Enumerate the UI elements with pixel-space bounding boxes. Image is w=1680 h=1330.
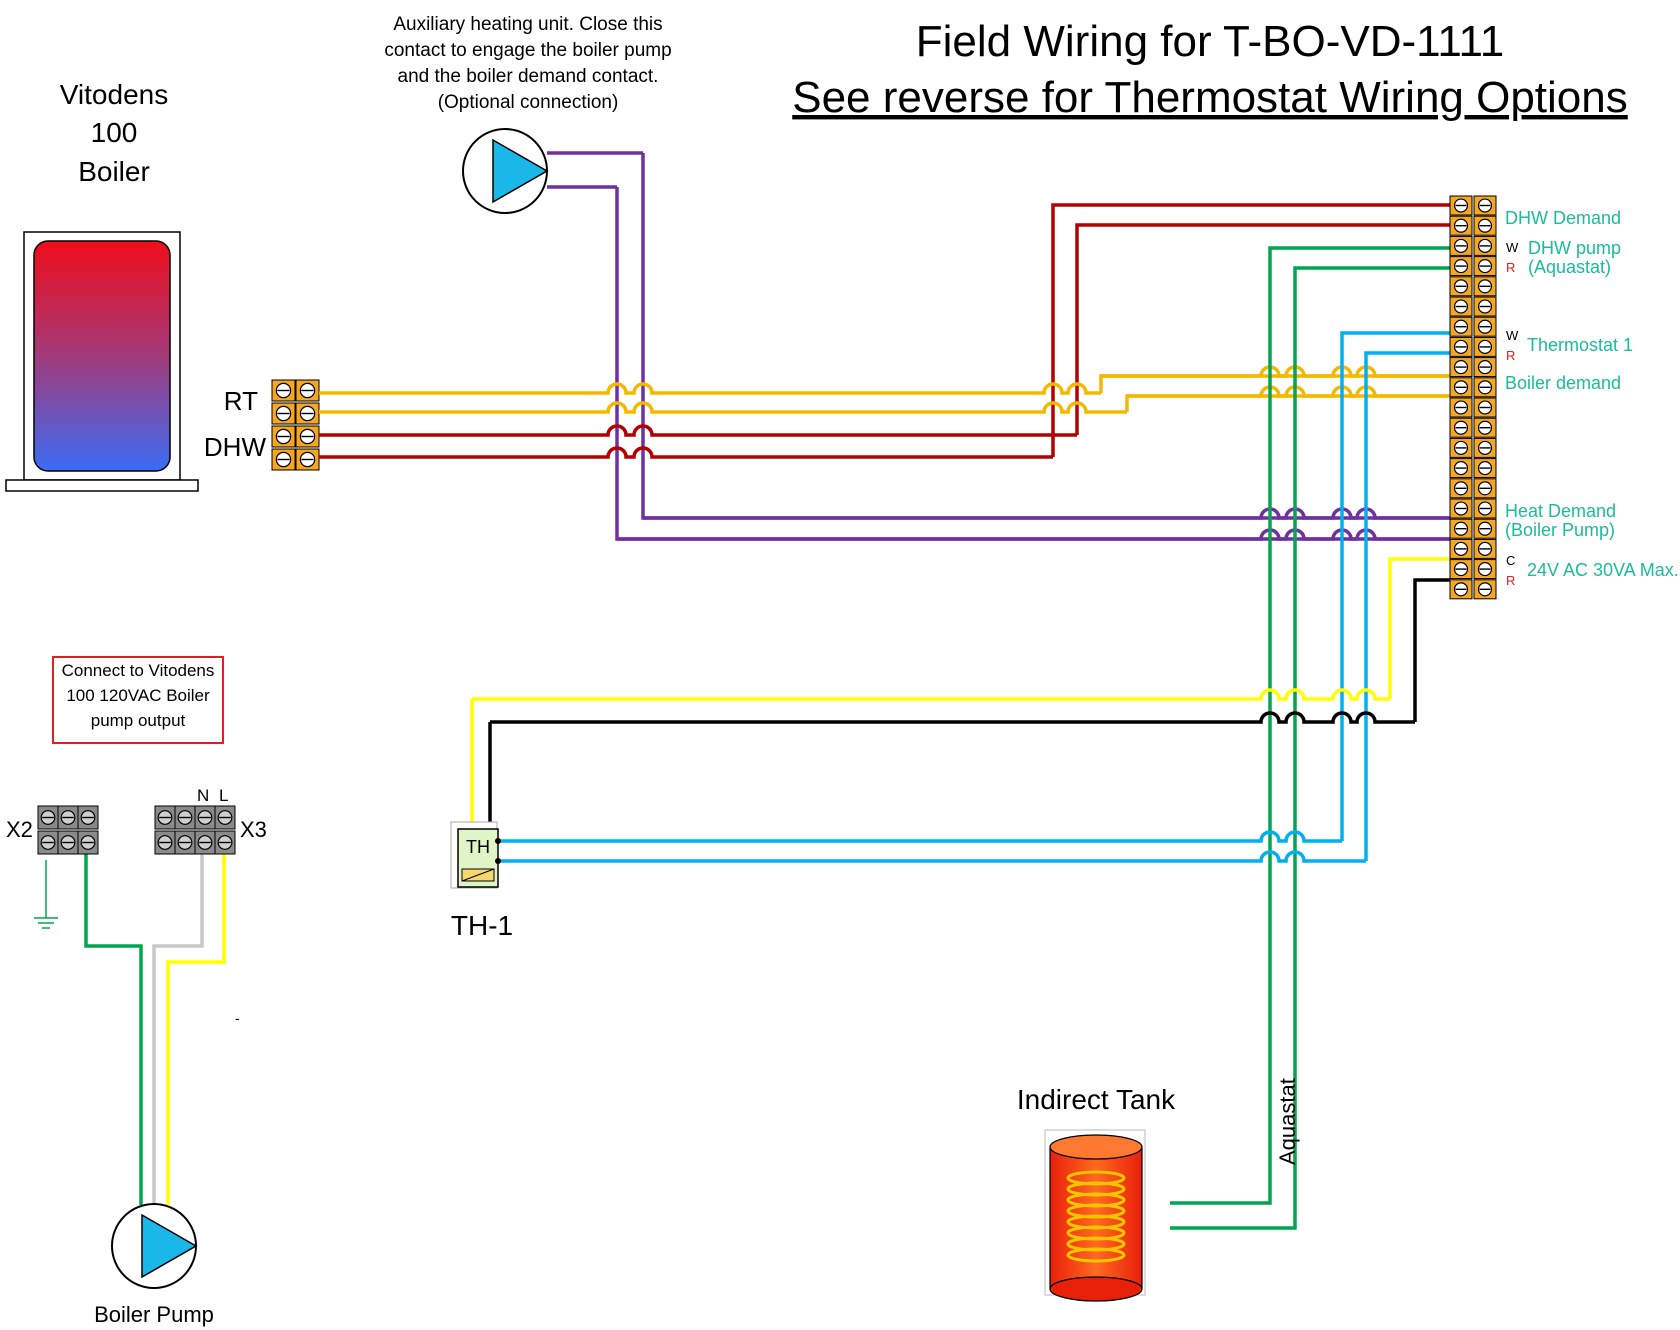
black-wire-v <box>1413 578 1450 722</box>
orange-wire-1-hops <box>1101 365 1450 378</box>
label-boiler-pump: (Boiler Pump) <box>1505 520 1615 540</box>
x-terminal-blocks <box>37 805 236 855</box>
yellow-wire-h <box>472 688 1390 701</box>
pump-note-box <box>52 656 224 744</box>
red-wire-1 <box>319 424 1077 437</box>
orange-wire-2 <box>319 401 1127 414</box>
n-label: N <box>197 786 209 805</box>
purple-wire-1-hops <box>643 507 1450 520</box>
orange-wire-2-hops <box>1127 385 1450 398</box>
pump-note-2: 100 120VAC Boiler <box>66 686 210 705</box>
boiler-label-1: Vitodens <box>60 79 168 110</box>
gray-pump-wire <box>152 852 204 1205</box>
thermostat-inner-label: TH <box>466 837 490 857</box>
red-wire-2 <box>319 446 1053 459</box>
pin-c: C <box>1506 553 1515 568</box>
blue-wire-1-v <box>1340 331 1450 841</box>
l-label: L <box>219 786 228 805</box>
blue-wire-1 <box>498 830 1342 843</box>
purple-wire-2-hops <box>617 528 1450 541</box>
x2-label: X2 <box>6 817 33 842</box>
boiler-pump-icon <box>111 1203 198 1289</box>
yellow-wire-v <box>1388 557 1450 699</box>
label-aquastat: (Aquastat) <box>1528 257 1611 277</box>
green-wire-1 <box>1170 246 1450 1205</box>
purple-wire-2 <box>615 187 1450 541</box>
dash-mark: - <box>235 1010 240 1026</box>
label-power: 24V AC 30VA Max. <box>1527 560 1679 580</box>
thermostat-label: TH-1 <box>451 910 513 941</box>
title-line2: See reverse for Thermostat Wiring Option… <box>792 73 1628 122</box>
green-pump-wire <box>84 852 143 1205</box>
aux-note-1: Auxiliary heating unit. Close this <box>393 14 662 35</box>
pin-r3: R <box>1506 573 1515 588</box>
dhw-label: DHW <box>204 432 267 462</box>
pin-r2: R <box>1506 348 1515 363</box>
orange-wire-2-v <box>1125 394 1450 412</box>
green-wire-2 <box>1170 266 1450 1230</box>
label-boiler-demand: Boiler demand <box>1505 373 1621 393</box>
blue-wire-2-v <box>1364 351 1450 861</box>
boiler-pump-label: Boiler Pump <box>94 1302 214 1327</box>
aquastat-label: Aquastat <box>1275 1078 1300 1165</box>
strip-labels: DHW Demand DHW pump (Aquastat) Thermosta… <box>1505 208 1679 580</box>
indirect-tank-icon <box>1044 1129 1146 1302</box>
rt-label: RT <box>224 386 258 416</box>
pump-note-1: Connect to Vitodens <box>62 661 215 680</box>
tank-label: Indirect Tank <box>1017 1084 1176 1115</box>
terminal-strip <box>1449 195 1497 600</box>
label-heat-demand: Heat Demand <box>1505 501 1616 521</box>
coil-loop <box>1066 1247 1126 1263</box>
boiler-label-3: Boiler <box>78 156 150 187</box>
pin-r1: R <box>1506 260 1515 275</box>
orange-wire-1 <box>319 382 1101 395</box>
boiler-terminal-block <box>271 379 320 471</box>
pin-w2: W <box>1506 328 1519 343</box>
aux-note-2: contact to engage the boiler pump <box>384 40 671 61</box>
x3-label: X3 <box>240 817 267 842</box>
aux-note: Auxiliary heating unit. Close this conta… <box>384 14 671 113</box>
boiler-base <box>5 479 199 492</box>
blue-wire-2 <box>498 850 1366 863</box>
pump-note-3: pump output <box>91 711 186 730</box>
boiler: Vitodens 100 Boiler <box>5 79 199 492</box>
aux-pump-icon <box>462 128 549 214</box>
wires <box>84 151 1450 1230</box>
pump-note: Connect to Vitodens 100 120VAC Boiler pu… <box>62 661 215 730</box>
boiler-body <box>33 240 171 472</box>
pin-marks: W R W R C R <box>1506 240 1519 588</box>
title-line1: Field Wiring for T-BO-VD-1111 <box>916 17 1504 66</box>
thermostat-icon <box>450 821 501 889</box>
boiler-label-2: 100 <box>91 117 138 148</box>
pin-w1: W <box>1506 240 1519 255</box>
aux-note-4: (Optional connection) <box>438 92 619 113</box>
red-wire-1-v <box>1075 223 1450 435</box>
yellow-pump-wire <box>166 852 226 1205</box>
label-thermostat-1: Thermostat 1 <box>1527 335 1633 355</box>
black-wire-h <box>490 711 1415 724</box>
purple-wire-1 <box>641 153 1450 520</box>
red-wire-2-v <box>1051 203 1450 457</box>
label-dhw-pump: DHW pump <box>1528 238 1621 258</box>
label-dhw-demand: DHW Demand <box>1505 208 1621 228</box>
aux-note-3: and the boiler demand contact. <box>398 66 659 87</box>
ground-icon <box>34 860 58 929</box>
